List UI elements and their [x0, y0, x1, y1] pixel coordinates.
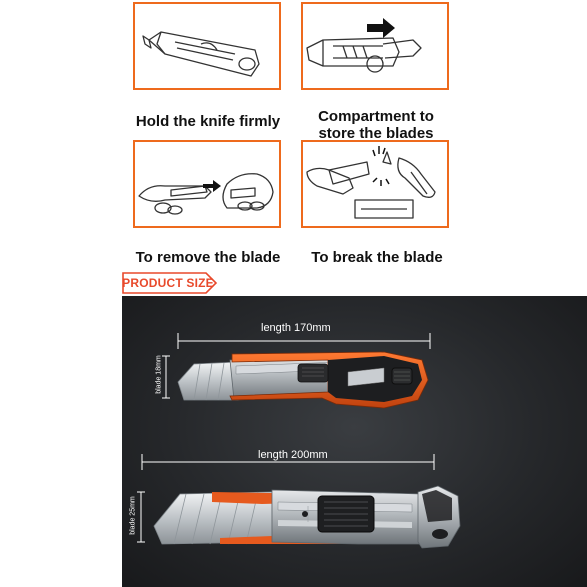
knife1-length-label: length 170mm	[261, 322, 331, 334]
instruction-panel-compartment	[301, 2, 449, 90]
snap-marks-icon	[372, 146, 390, 186]
knife1	[177, 351, 429, 409]
caption-hold: Hold the knife firmly	[135, 113, 281, 130]
arrow-right-icon	[367, 18, 395, 38]
caption-remove: To remove the blade	[135, 249, 281, 266]
product-photo: length 170mm blade 18mm length 200mm bla…	[122, 296, 587, 587]
knife2-blade-label: blade 25mm	[129, 496, 137, 535]
product-size-tag: PRODUCT SIZE	[122, 272, 218, 294]
instruction-panel-hold	[133, 2, 281, 90]
remove-blade-illustration	[138, 173, 274, 215]
break-blade-illustration	[306, 146, 436, 219]
hold-knife-illustration	[142, 31, 260, 77]
caption-compartment: Compartment to store the blades	[296, 108, 456, 142]
tag-outline	[122, 272, 218, 294]
knife2-length-line	[141, 454, 435, 470]
compartment-illustration	[306, 18, 422, 73]
instruction-panel-break	[301, 140, 449, 228]
instruction-panel-remove	[133, 140, 281, 228]
knife2-length-label: length 200mm	[258, 449, 328, 461]
arrow-right-icon	[203, 180, 221, 192]
product-size-label: PRODUCT SIZE	[122, 276, 214, 290]
caption-compartment-line1: Compartment to	[318, 108, 434, 125]
knife2-blade-line	[137, 491, 145, 543]
knife1-blade-label: blade 18mm	[155, 355, 163, 394]
caption-break: To break the blade	[311, 249, 443, 266]
caption-compartment-line2: store the blades	[318, 125, 434, 142]
knife1-length-line	[177, 333, 431, 349]
knife2	[153, 485, 461, 549]
knife1-blade-line	[162, 355, 170, 399]
